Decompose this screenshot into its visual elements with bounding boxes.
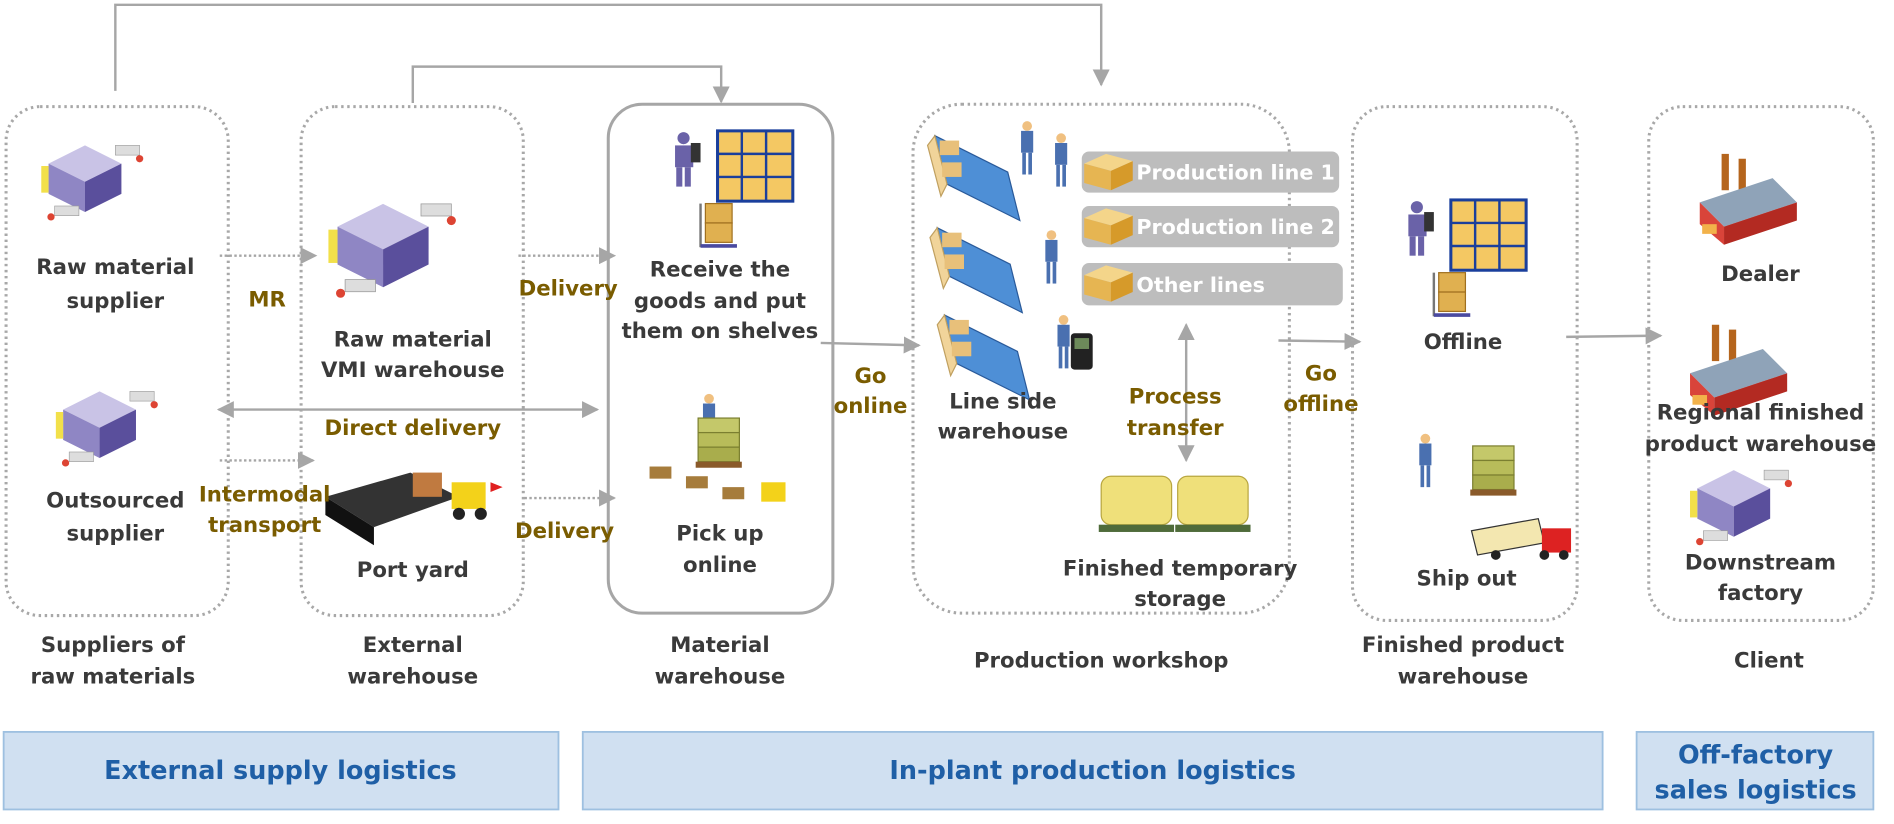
ship-to-client-arrow bbox=[1566, 327, 1663, 345]
finished-warehouse-container bbox=[1350, 105, 1579, 622]
ship-out-label: Ship out bbox=[1417, 566, 1517, 591]
pallet-worker-icon bbox=[1419, 433, 1518, 497]
pallet-stack-icon bbox=[1098, 475, 1252, 533]
warehouse-icon bbox=[55, 390, 159, 468]
port-yard-label: Port yard bbox=[357, 558, 469, 583]
pallet-worker-icon bbox=[649, 393, 786, 502]
warehouse-icon bbox=[327, 203, 457, 299]
production-workshop-container bbox=[911, 102, 1291, 615]
mr-label: MR bbox=[248, 288, 286, 313]
shelf-worker-icon bbox=[1406, 198, 1528, 319]
shelf-worker-icon bbox=[673, 129, 795, 250]
factory-icon bbox=[1699, 153, 1797, 245]
warehouse-icon bbox=[1689, 469, 1793, 546]
go-offline-arrow bbox=[1278, 333, 1362, 350]
production-line-label: Production line 2 bbox=[1136, 215, 1334, 239]
production-line-1: Production line 1 bbox=[1081, 151, 1340, 193]
supplier-to-workshop-line bbox=[114, 3, 1110, 91]
material-warehouse-container bbox=[606, 102, 835, 615]
production-line-label: Other lines bbox=[1136, 273, 1265, 297]
production-line-label: Production line 1 bbox=[1136, 160, 1334, 184]
delivery-label-top: Delivery bbox=[519, 277, 618, 302]
stage-client-label: Client bbox=[1734, 649, 1804, 674]
delivery-label-bottom: Delivery bbox=[515, 519, 614, 544]
vmi-to-material-line bbox=[411, 65, 730, 104]
band-in-plant: In-plant production logistics bbox=[581, 730, 1604, 811]
external-warehouse-container bbox=[299, 105, 525, 618]
stage-production-label: Production workshop bbox=[974, 649, 1228, 674]
forklift-icon bbox=[325, 472, 503, 546]
warehouse-icon bbox=[40, 144, 144, 222]
go-online-arrow bbox=[820, 336, 921, 354]
production-line-2: Production line 2 bbox=[1081, 206, 1340, 248]
band-label: External supply logistics bbox=[104, 756, 457, 786]
direct-delivery-label: Direct delivery bbox=[324, 416, 501, 441]
suppliers-container bbox=[4, 105, 230, 618]
band-external-supply: External supply logistics bbox=[2, 730, 560, 811]
client-container bbox=[1647, 105, 1875, 622]
offline-label: Offline bbox=[1424, 330, 1503, 355]
band-label: In-plant production logistics bbox=[889, 756, 1296, 786]
dealer-label: Dealer bbox=[1721, 262, 1800, 287]
production-rack-icon bbox=[926, 121, 1093, 401]
truck-icon bbox=[1470, 517, 1572, 560]
production-line-other: Other lines bbox=[1081, 262, 1343, 306]
